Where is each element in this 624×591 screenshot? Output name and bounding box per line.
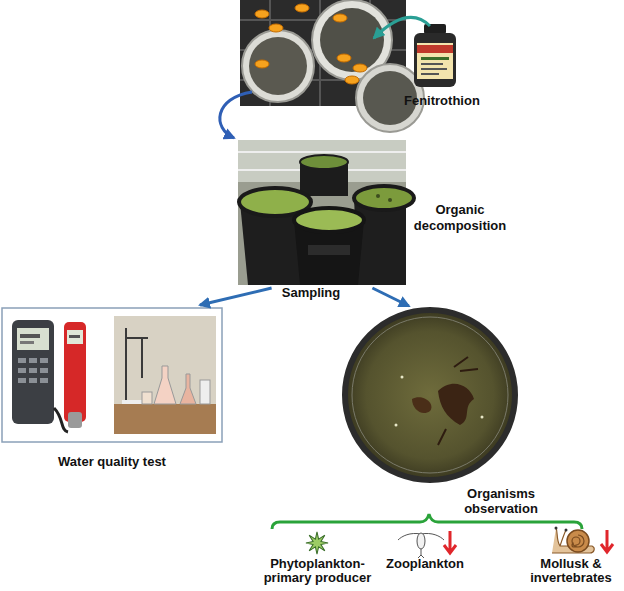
node-label: Organic decomposition: [408, 202, 512, 234]
mesocosm-top-photo-part: [320, 8, 384, 72]
water-test-art-part: [114, 316, 216, 434]
snail-icon: [552, 527, 594, 554]
pesticide-bottle-art-part: [421, 73, 439, 75]
water-test-art-part: [180, 374, 196, 404]
mesocosm-top-photo-part: [242, 30, 314, 102]
pesticide-bottle-art-part: [421, 57, 449, 60]
water-test-art-part: [40, 358, 48, 363]
node-label: Water quality test: [2, 454, 222, 469]
water-test-art-part: [64, 322, 86, 422]
mesocosm-top-photo-part: [255, 60, 269, 68]
water-test-art-part: [12, 320, 54, 424]
water-test-art-part: [20, 341, 34, 344]
petri-dish-art: [345, 310, 515, 480]
pesticide-bottle-art: [414, 24, 456, 87]
petri-dish-art-part: [345, 310, 515, 480]
node-label: Mollusk & invertebrates: [522, 557, 620, 585]
mesocosm-top-photo-part: [337, 54, 351, 62]
phytoplankton-icon: [306, 532, 328, 554]
decomposition-photo-part: [238, 152, 406, 170]
petri-dish-art-part: [412, 397, 431, 413]
node-label: Zooplankton: [380, 557, 470, 571]
water-test-art-part: [29, 368, 37, 373]
pesticide-bottle-art-part: [421, 63, 443, 65]
water-test-art-part: [40, 368, 48, 373]
mesocosm-top-photo-part: [333, 14, 347, 22]
zooplankton-icon-part: [417, 533, 425, 549]
water-test-art-part: [67, 330, 83, 344]
snail-icon-part: [565, 529, 568, 532]
organism-node: Phytoplankton- primary producer: [250, 557, 385, 585]
water-test-art-part: [126, 328, 148, 402]
water-test-art-part: [18, 378, 26, 383]
organism-node: Mollusk & invertebrates: [522, 557, 620, 585]
decomposition-photo-part: [308, 245, 350, 255]
decomposition-photo-part: [300, 155, 348, 169]
water-test-art-part: [17, 328, 49, 350]
decomposition-photo: [238, 140, 414, 285]
water-test-art-part: [154, 366, 176, 404]
snail-icon-part: [572, 535, 584, 547]
mesocosm-top-photo-part: [249, 37, 307, 95]
step-label: Sampling: [276, 285, 346, 300]
decomposition-photo-part: [294, 208, 364, 232]
water-test-art-part: [2, 308, 222, 442]
node-label: Fenitrothion: [404, 93, 480, 108]
node-label: Phytoplankton- primary producer: [250, 557, 385, 585]
mesocosm-top-photo-part: [295, 4, 309, 12]
zooplankton-icon: [398, 533, 444, 558]
decrease-arrow: [444, 531, 456, 553]
decrease-arrow: [601, 530, 613, 552]
pesticide-bottle-art-part: [417, 45, 453, 53]
water-test-art: [2, 308, 222, 442]
water-test-art-part: [20, 334, 40, 338]
observation-node: Organisms observation: [342, 307, 518, 483]
snail-icon-part: [552, 528, 594, 553]
water-test-art-part: [200, 380, 210, 404]
snail-icon-part: [567, 530, 589, 552]
dosing-arrow: [374, 17, 430, 38]
water-test-art-part: [29, 358, 37, 363]
pesticide-node: Fenitrothion: [400, 24, 470, 88]
group-brace: [272, 514, 582, 529]
water-test-art-part: [18, 368, 26, 373]
petri-dish-art-part: [438, 384, 474, 425]
water-test-art-part: [114, 404, 216, 434]
water-test-art-part: [142, 392, 152, 404]
mesocosm-top-photo-part: [345, 76, 359, 84]
pesticide-bottle-art-part: [414, 33, 456, 87]
decomposition-photo-part: [354, 186, 414, 210]
mesocosm-top-photo-part: [269, 24, 283, 32]
water-test-art-part: [68, 412, 82, 428]
petri-dish-art-part: [438, 357, 478, 445]
decomposition-photo-part: [238, 140, 406, 285]
snail-icon-part: [555, 527, 558, 530]
petri-dish-art-part: [352, 317, 508, 473]
water-test-art-part: [18, 358, 26, 363]
pesticide-bottle-art-part: [421, 68, 447, 70]
petri-dish-art-part: [401, 376, 404, 379]
node-label: Organisms observation: [445, 486, 557, 516]
decomposition-photo-part: [388, 198, 392, 202]
petri-dish-art-part: [395, 424, 398, 427]
water-test-art-part: [69, 335, 80, 338]
mesocosm-top-photo-part: [255, 10, 269, 18]
decomposition-photo-part: [376, 194, 380, 198]
organism-node: Zooplankton: [380, 557, 470, 571]
label-holder: Sampling: [276, 285, 346, 300]
petri-dish-art-part: [481, 416, 484, 419]
water-test-art-part: [40, 378, 48, 383]
decomposition-node: Organic decomposition: [238, 140, 406, 285]
mesocosm-top-photo-part: [353, 64, 367, 72]
flow-connector: [200, 288, 272, 305]
pesticide-bottle-art-part: [417, 43, 453, 79]
flow-connector: [372, 288, 408, 306]
water-test-node: Water quality test: [2, 308, 222, 442]
water-test-art-part: [29, 378, 37, 383]
flow-arrow: [220, 92, 252, 138]
